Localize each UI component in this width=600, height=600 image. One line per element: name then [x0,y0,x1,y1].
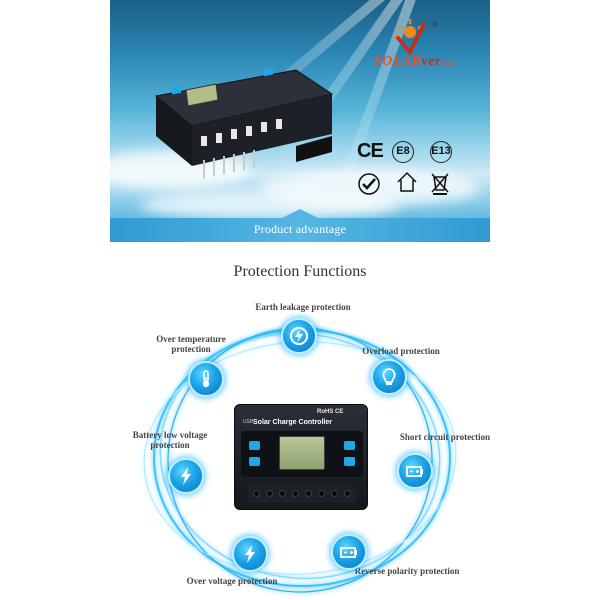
cloud-decoration [140,190,400,220]
feature-label-overload: Overload protection [362,346,440,356]
product-photo [154,67,334,178]
device-usb-label: USB [243,419,254,425]
terminal-screw [344,490,351,497]
terminal-screw [253,490,260,497]
terminal-screw [279,490,286,497]
device-rohs-mark: RoHS CE [317,409,344,415]
protection-diagram: Earth leakage protection Overload protec… [0,290,600,600]
terminal-screw [305,490,312,497]
checkmark-cert-icon [358,173,380,195]
page-title: Protection Functions [233,263,367,280]
feature-label-short-circuit: Short circuit protection [399,432,491,442]
earth-leakage-icon [281,318,317,354]
device-name: Solar Charge Controller [253,419,332,426]
registered-mark: ® [432,20,438,29]
e13-mark: E13 [430,141,452,163]
feature-label-over-voltage: Over voltage protection [186,576,278,586]
terminal-screw [292,490,299,497]
solar-charge-controller-device: RoHS CE USB Solar Charge Controller [234,404,368,510]
feature-label-over-temperature: Over temperature protection [156,334,226,354]
banner-caption: Product advantage [253,222,347,236]
e8-mark: E8 [392,141,414,163]
device-up-button [344,441,355,450]
feature-label-earth-leakage: Earth leakage protection [255,302,351,312]
brand-wordmark: SOLARvertech [374,54,456,70]
feature-label-battery-low-voltage: Battery low voltage protection [132,430,208,450]
terminal-screw [331,490,338,497]
device-enter-button [249,457,260,466]
lightning-icon [168,458,204,494]
terminal-screw [266,490,273,497]
device-lcd-screen [279,436,325,470]
device-control-panel [241,431,363,477]
sun-person-icon [393,18,426,56]
brand-main: SOLAR [374,54,422,69]
device-down-button [344,457,355,466]
brand-tail: ver [421,54,442,69]
battery-icon [331,534,367,570]
thermometer-icon [188,361,224,397]
feature-label-reverse-polarity: Reverse polarity protection [354,566,460,576]
weee-bin-icon [431,173,449,195]
brand-suffix: tech [441,58,457,67]
house-cert-icon [397,171,417,192]
battery-icon [397,453,433,489]
device-menu-button [249,441,260,450]
bulb-icon [371,359,407,395]
terminal-screw [318,490,325,497]
brand-logo: ® SOLARvertech [368,18,488,78]
banner-caption-bar: Product advantage [110,209,490,242]
device-terminal-block [247,485,357,503]
lightning-icon [232,536,268,572]
caption-notch [280,209,320,219]
product-banner: ® SOLARvertech CE E8 E13 Product advanta… [110,0,490,242]
ce-mark: CE [357,140,384,162]
